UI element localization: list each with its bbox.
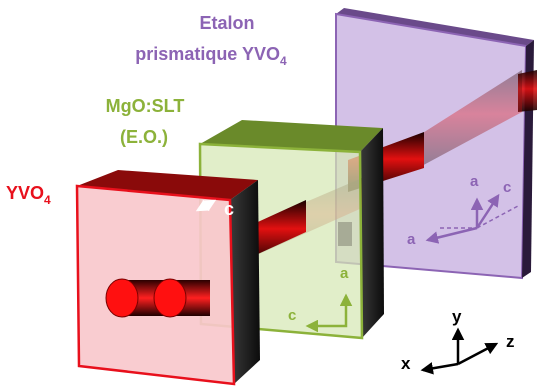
mgo-c-label: c (288, 307, 296, 324)
z-axis-arrow (457, 342, 499, 366)
x-axis-label: x (401, 354, 411, 373)
beam-in-etalon (418, 70, 522, 168)
etalon-label-line1: Etalon (199, 13, 254, 33)
mgo-top-face (200, 120, 383, 152)
mgo-inner-shadow (338, 222, 352, 246)
yvo4-label: YVO4 (6, 183, 51, 207)
reference-frame: y x z (401, 307, 515, 375)
z-axis-label: z (506, 332, 515, 351)
etalon-c-label: c (503, 179, 511, 196)
beam-spot-2 (153, 278, 187, 318)
mgo-axes: a c (288, 265, 353, 333)
yvo4-c-arrow (195, 199, 217, 212)
etalon-top-face (336, 8, 534, 46)
yvo4-c-axis: c (195, 199, 234, 219)
mgo-a-label: a (340, 265, 349, 282)
beam-exit-segment (518, 70, 537, 112)
mgo-axis-arrows (305, 293, 353, 333)
mgo-label-line2: (E.O.) (120, 127, 168, 147)
etalon-c-arrow (475, 193, 500, 229)
etalon-a-up-label: a (470, 173, 479, 190)
y-axis-label: y (452, 307, 462, 326)
etalon-a-left-label: a (407, 231, 416, 248)
etalon-label-subscript: 4 (280, 54, 287, 68)
yvo4-label-main: YVO (6, 183, 44, 203)
etalon-axes: a c a (407, 173, 519, 248)
etalon-a-left-arrow (425, 226, 478, 244)
beam-spot-1 (105, 278, 139, 318)
x-axis-arrow (420, 362, 459, 375)
yvo4-beam-spots (105, 278, 210, 318)
etalon-label-main: prismatique YVO (135, 44, 280, 64)
etalon-label-line2: prismatique YVO4 (135, 44, 287, 68)
yvo4-c-label: c (224, 199, 234, 219)
yvo4-top-face (77, 170, 258, 200)
yvo4-side-face (230, 180, 260, 384)
etalon-dash-diagonal (476, 205, 519, 229)
mgo-side-face (360, 128, 384, 338)
mgo-label-line1: MgO:SLT (106, 96, 185, 116)
yvo4-label-subscript: 4 (44, 193, 51, 207)
